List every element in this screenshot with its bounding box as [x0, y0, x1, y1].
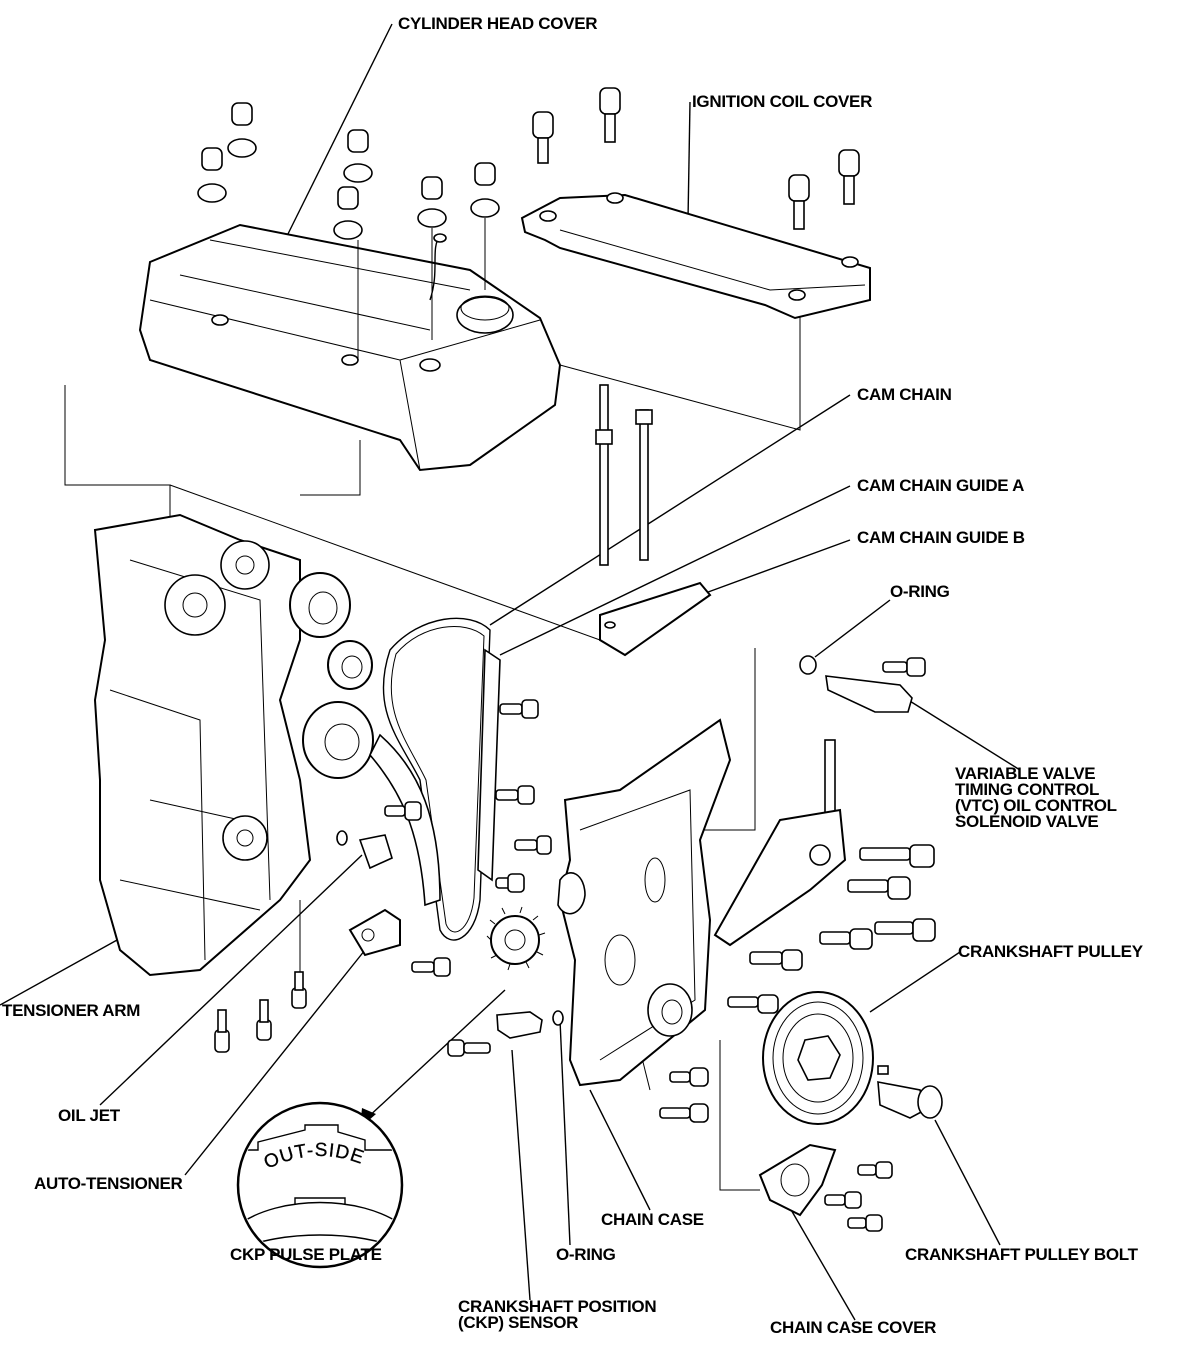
ckp-sensor — [447, 1010, 564, 1057]
cylinder-head-cover — [138, 223, 562, 472]
label-crankshaft-pulley-bolt: CRANKSHAFT PULLEY BOLT — [905, 1245, 1138, 1264]
label-cam-chain-guide-b: CAM CHAIN GUIDE B — [857, 528, 1025, 547]
ignition-coil-cover — [520, 192, 871, 320]
label-oil-jet: OIL JET — [58, 1106, 120, 1125]
block-bolts — [214, 971, 307, 1053]
label-o-ring-bottom: O-RING — [556, 1245, 616, 1264]
engine-block — [93, 513, 374, 977]
chain-case — [557, 718, 732, 1087]
cam-chain — [382, 617, 491, 941]
label-cam-chain: CAM CHAIN — [857, 385, 952, 404]
label-o-ring-top: O-RING — [890, 582, 950, 601]
oil-jet — [336, 830, 393, 870]
label-chain-case: CHAIN CASE — [601, 1210, 704, 1229]
label-ckp-pulse-plate: CKP PULSE PLATE — [230, 1245, 382, 1264]
tensioner-arm — [369, 733, 441, 907]
label-cylinder-head-cover: CYLINDER HEAD COVER — [398, 14, 598, 33]
mount-bracket — [713, 739, 847, 947]
ckp-pulse-plate — [486, 906, 546, 971]
crankshaft-pulley-bolt — [877, 1081, 943, 1119]
cam-chain-guide-b — [595, 384, 712, 657]
chain-case-cover — [758, 1143, 893, 1232]
label-chain-case-cover: CHAIN CASE COVER — [770, 1318, 937, 1337]
cam-chain-guide-a — [477, 648, 501, 882]
bracket-bolts — [659, 844, 936, 1123]
crankshaft-pulley — [762, 991, 889, 1125]
ckp-pulse-plate-inset: OUT-SIDE — [236, 1101, 404, 1269]
label-crankshaft-pulley: CRANKSHAFT PULLEY — [958, 942, 1143, 961]
label-cam-chain-guide-a: CAM CHAIN GUIDE A — [857, 476, 1025, 495]
label-ignition-coil-cover: IGNITION COIL COVER — [692, 92, 873, 111]
vtc-solenoid-valve — [799, 655, 926, 713]
coil-cover-bolts — [532, 87, 860, 230]
label-ckp-sensor: CRANKSHAFT POSITION (CKP) SENSOR — [458, 1297, 657, 1332]
leader-lines — [0, 23, 1021, 1321]
auto-tensioner — [348, 908, 401, 957]
label-auto-tensioner: AUTO-TENSIONER — [34, 1174, 183, 1193]
label-vtc-solenoid-valve: VARIABLE VALVE TIMING CONTROL (VTC) OIL … — [955, 764, 1117, 831]
head-cover-nuts — [197, 102, 500, 360]
chain-bolts — [384, 699, 552, 977]
label-tensioner-arm: TENSIONER ARM — [2, 1001, 141, 1020]
